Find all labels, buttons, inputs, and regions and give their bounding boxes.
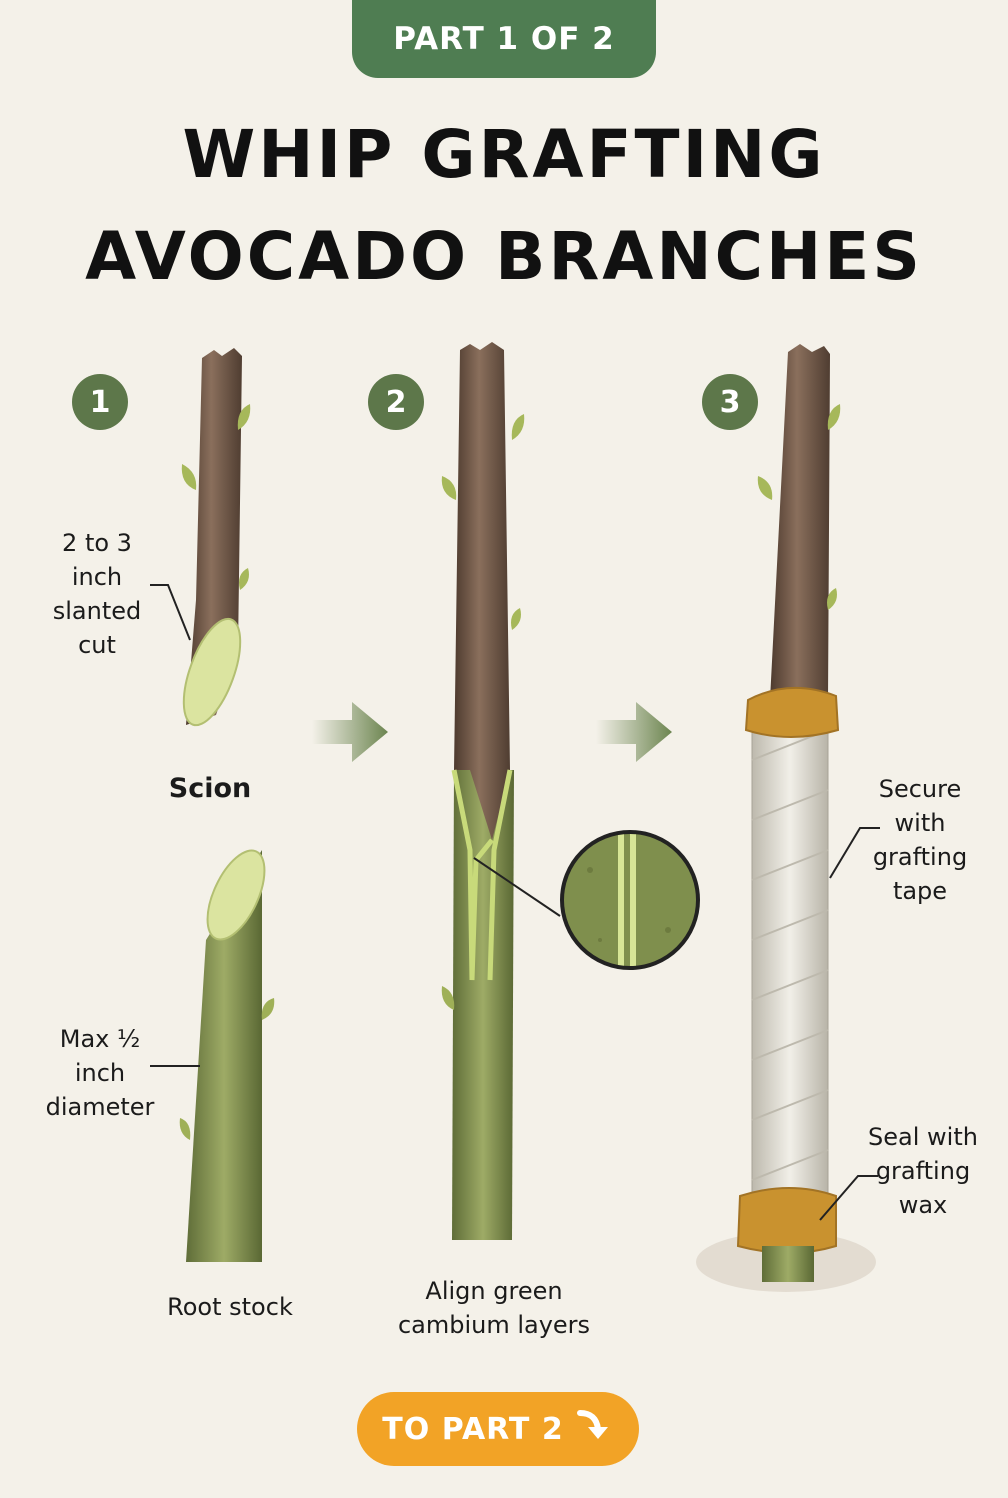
rootstock-label: Root stock — [167, 1293, 293, 1321]
wax-annotation: Seal with grafting wax — [868, 1123, 978, 1219]
joined-graft-branch — [441, 342, 525, 1240]
part-label: PART 1 OF 2 — [393, 21, 615, 57]
scion-label: Scion — [168, 773, 252, 804]
cut-leader-line — [150, 584, 191, 641]
wrapped-graft-branch — [696, 344, 876, 1292]
diameter-annotation: Max ½ inch diameter — [45, 1025, 155, 1121]
step-arrow-1 — [312, 702, 388, 762]
rootstock-branch — [179, 849, 275, 1262]
cambium-magnifier — [560, 830, 700, 970]
arrow-down-right-icon — [574, 1405, 614, 1453]
part-indicator-tab: PART 1 OF 2 — [352, 0, 656, 78]
cut-annotation: 2 to 3 inch slanted cut — [52, 529, 142, 659]
page-title-line-2: AVOCADO BRANCHES — [85, 218, 923, 295]
loupe-leader-line — [473, 857, 561, 917]
align-cambium-annotation: Align green cambium layers — [397, 1277, 591, 1339]
to-part-2-button[interactable]: TO PART 2 — [357, 1392, 639, 1466]
step-3-badge: 3 — [702, 374, 758, 430]
page-title-line-1: WHIP GRAFTING — [182, 116, 826, 193]
wax-leader-line — [819, 1175, 878, 1221]
step-arrow-2 — [596, 702, 672, 762]
tape-leader-line — [829, 827, 880, 879]
step-2-badge: 2 — [368, 374, 424, 430]
tape-annotation: Secure with grafting tape — [872, 775, 968, 905]
step-1-badge: 1 — [72, 374, 128, 430]
scion-branch — [181, 348, 251, 727]
cta-label: TO PART 2 — [382, 1411, 564, 1447]
